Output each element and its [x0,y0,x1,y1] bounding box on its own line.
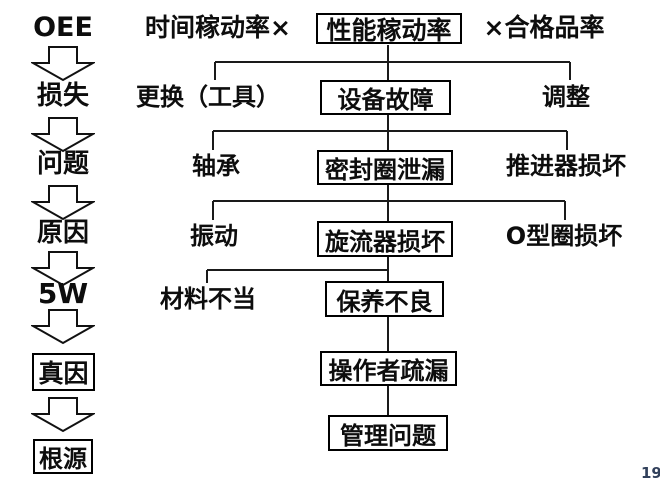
node-equipment-failure: 设备故障 [320,80,451,115]
ladder-step-oee: OEE [33,12,93,43]
node-management-problem: 管理问题 [328,415,448,451]
node-o-ring-damage: O型圈损坏 [505,222,623,250]
node-bearing: 轴承 [192,152,240,180]
ladder-step-cause: 原因 [36,218,89,248]
node-performance-rate: 性能稼动率 [316,13,462,45]
node-improper-material: 材料不当 [160,285,256,313]
node-poor-maintenance: 保养不良 [325,281,444,317]
node-seal-leak: 密封圈泄漏 [317,150,453,185]
down-arrow-icon [31,251,95,287]
node-operator-negligence: 操作者疏漏 [320,351,457,386]
down-arrow-icon [31,117,95,153]
down-arrow-icon [31,309,95,345]
ladder-step-root-source: 根源 [33,439,93,474]
ladder-step-5w: 5W [37,277,89,310]
down-arrow-icon [31,185,95,221]
node-tool-change: 更换（工具） [136,83,280,111]
down-arrow-icon [31,397,95,433]
node-time-rate: 时间稼动率× [145,13,291,42]
down-arrow-icon [31,46,95,82]
ladder-step-problem: 问题 [36,149,89,179]
node-propeller-damage: 推进器损坏 [506,152,626,180]
node-adjustment: 调整 [542,83,590,111]
ladder-step-loss: 损失 [36,81,89,111]
node-vibration: 振动 [190,222,238,250]
node-quality-rate: ×合格品率 [483,13,605,42]
page-number: 19 [641,464,660,482]
ladder-step-true-cause: 真因 [32,353,95,391]
node-cyclone-damage: 旋流器损坏 [317,221,453,257]
